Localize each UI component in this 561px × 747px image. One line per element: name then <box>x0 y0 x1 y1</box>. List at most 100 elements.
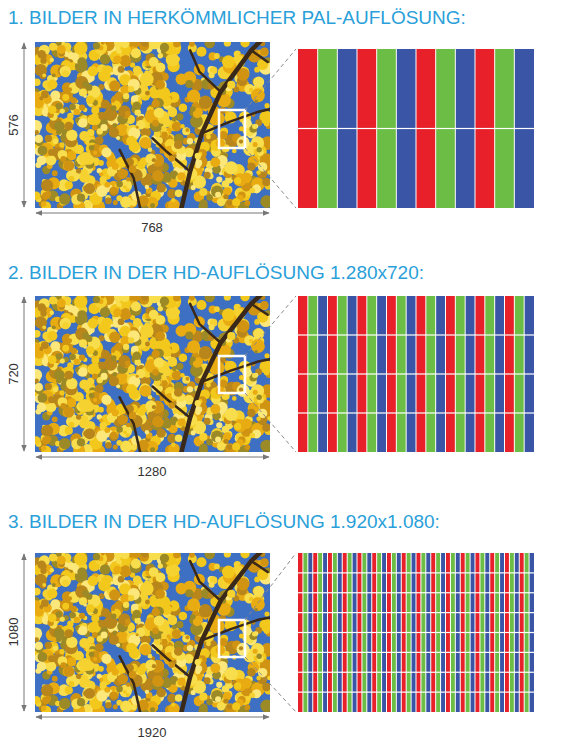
leaf <box>175 190 183 198</box>
leaf <box>211 185 223 197</box>
leaf <box>98 160 104 166</box>
leaf <box>172 117 177 122</box>
leaf <box>152 120 159 127</box>
leaf <box>215 192 221 198</box>
leaf <box>111 105 117 111</box>
subpixel <box>377 129 396 208</box>
leaf <box>121 42 130 48</box>
leaf <box>240 42 249 47</box>
artwork <box>24 36 534 717</box>
leaf <box>216 386 225 395</box>
leaf <box>240 296 249 301</box>
leaf <box>173 42 181 48</box>
leaf <box>148 42 161 49</box>
leaf <box>82 428 95 441</box>
leaf <box>91 356 99 364</box>
leader-line <box>245 393 296 452</box>
leaf <box>62 345 69 352</box>
subpixel <box>426 336 435 374</box>
leaf <box>161 126 165 130</box>
leaf <box>199 199 207 207</box>
leaf <box>110 324 113 327</box>
leaf <box>48 80 57 89</box>
branch <box>202 358 270 381</box>
leaf <box>35 130 39 135</box>
leaf <box>154 107 165 118</box>
subpixel <box>377 414 386 452</box>
leaf <box>67 398 76 407</box>
leaf <box>59 390 64 395</box>
leaf <box>116 181 123 188</box>
leaf <box>105 198 112 205</box>
leaf <box>242 368 252 378</box>
subpixel <box>485 336 494 374</box>
leaf <box>155 331 165 341</box>
grid-ground <box>298 49 534 208</box>
leaf <box>101 395 111 405</box>
subpixel <box>328 375 337 413</box>
leaf <box>148 296 161 303</box>
leaf <box>77 194 85 202</box>
leaf <box>116 195 122 201</box>
subpixel <box>348 414 357 452</box>
subpixel <box>328 296 337 334</box>
leaf <box>113 372 117 376</box>
leaf <box>145 185 149 189</box>
leaf <box>167 55 176 64</box>
leaf <box>190 356 195 361</box>
leaf <box>239 126 244 131</box>
subpixel <box>515 296 524 334</box>
leaf <box>256 147 261 152</box>
leaf <box>59 142 64 147</box>
leaf <box>239 139 243 143</box>
subpixel <box>298 49 317 128</box>
subpixel <box>338 375 347 413</box>
leaf <box>251 136 264 149</box>
leaf <box>38 146 48 156</box>
leaf <box>41 341 49 349</box>
leaf <box>176 363 183 370</box>
leaf <box>52 325 56 329</box>
leaf <box>168 443 180 452</box>
subpixel <box>358 375 367 413</box>
leaf <box>109 332 120 343</box>
subpixel <box>485 375 494 413</box>
leaf <box>67 151 76 160</box>
leaf <box>109 80 120 91</box>
leaf <box>134 109 140 115</box>
subpixel <box>525 414 534 452</box>
leaf <box>79 131 89 141</box>
leaf <box>47 331 57 341</box>
leaf <box>140 137 152 149</box>
leaf <box>47 79 57 89</box>
leaf <box>93 296 100 303</box>
leaf <box>67 87 72 92</box>
leaf <box>125 111 131 117</box>
subpixel <box>318 336 327 374</box>
leaf <box>62 322 69 329</box>
leaf <box>126 384 137 395</box>
subpixel <box>387 414 396 452</box>
leaf <box>156 183 165 192</box>
subpixel-grid <box>298 296 534 452</box>
leaf <box>156 63 166 73</box>
leaf <box>50 311 54 315</box>
leaf <box>112 409 119 416</box>
foliage <box>35 296 270 452</box>
leaf <box>185 128 189 132</box>
subpixel <box>456 49 475 128</box>
leaf <box>76 414 81 419</box>
leaf <box>137 161 146 170</box>
leaf <box>187 138 193 144</box>
leaf <box>216 176 222 182</box>
leaf <box>101 373 108 380</box>
leaf <box>35 135 43 144</box>
leaf <box>116 440 122 446</box>
leaf <box>189 42 195 47</box>
subpixel <box>495 336 504 374</box>
leaf <box>41 53 46 58</box>
leaf <box>50 58 54 62</box>
leaf <box>264 103 269 108</box>
foliage <box>35 553 270 712</box>
